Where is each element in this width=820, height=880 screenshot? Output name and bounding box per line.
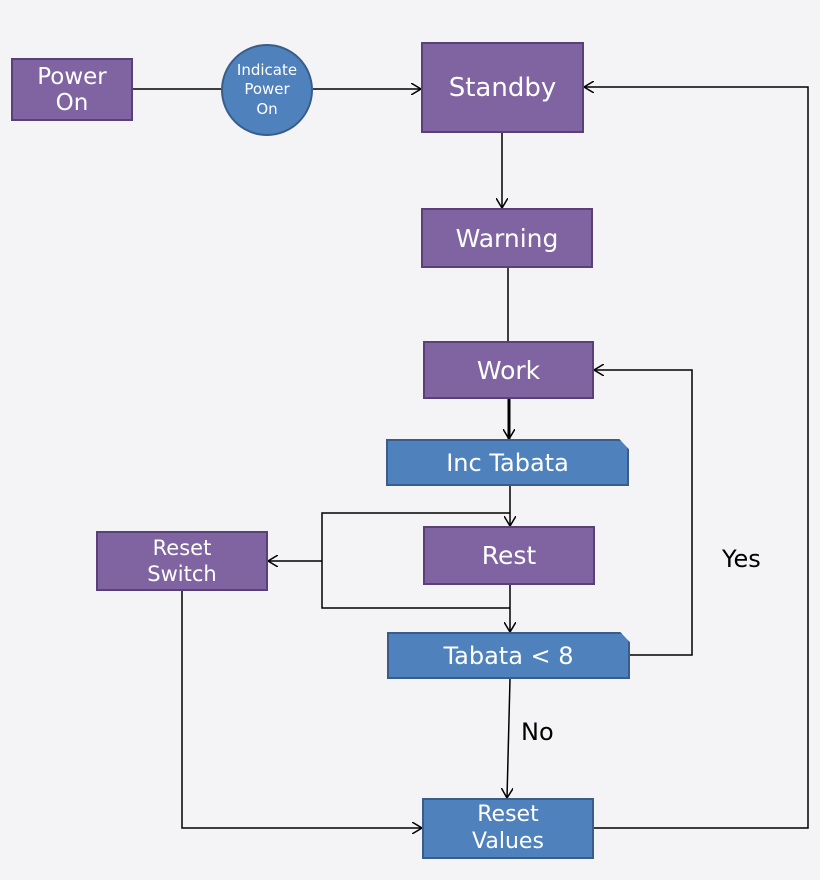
rest-label: Rest	[481, 541, 537, 570]
reset-values-node: Reset Values	[422, 798, 594, 859]
reset-switch-label: Reset Switch	[147, 535, 217, 586]
power-on-label: Power On	[37, 63, 107, 116]
edge-reset-switch-to-reset-values	[181, 591, 422, 828]
inc-tabata-label: Inc Tabata	[446, 448, 569, 477]
yes-edge-label: Yes	[722, 545, 761, 573]
rest-node: Rest	[423, 526, 595, 585]
reset-switch-node: Reset Switch	[96, 531, 268, 591]
inc-tabata-node: Inc Tabata	[386, 439, 629, 486]
warning-label: Warning	[455, 223, 559, 253]
standby-label: Standby	[448, 72, 557, 103]
work-node: Work	[423, 341, 594, 399]
edge-reset-values-to-standby	[584, 87, 809, 829]
standby-node: Standby	[421, 42, 584, 133]
indicate-power-on-label: Indicate Power On	[236, 60, 298, 118]
edge-yes-loop-to-work	[594, 370, 693, 656]
edge-no-to-reset-values	[507, 678, 510, 798]
no-edge-label: No	[521, 718, 554, 746]
indicate-power-on-node: Indicate Power On	[221, 44, 313, 136]
tabata-check-node: Tabata < 8	[387, 632, 630, 679]
reset-values-label: Reset Values	[472, 802, 544, 854]
power-on-node: Power On	[11, 58, 133, 121]
tabata-check-label: Tabata < 8	[443, 641, 574, 670]
warning-node: Warning	[421, 208, 593, 268]
work-label: Work	[476, 355, 541, 385]
